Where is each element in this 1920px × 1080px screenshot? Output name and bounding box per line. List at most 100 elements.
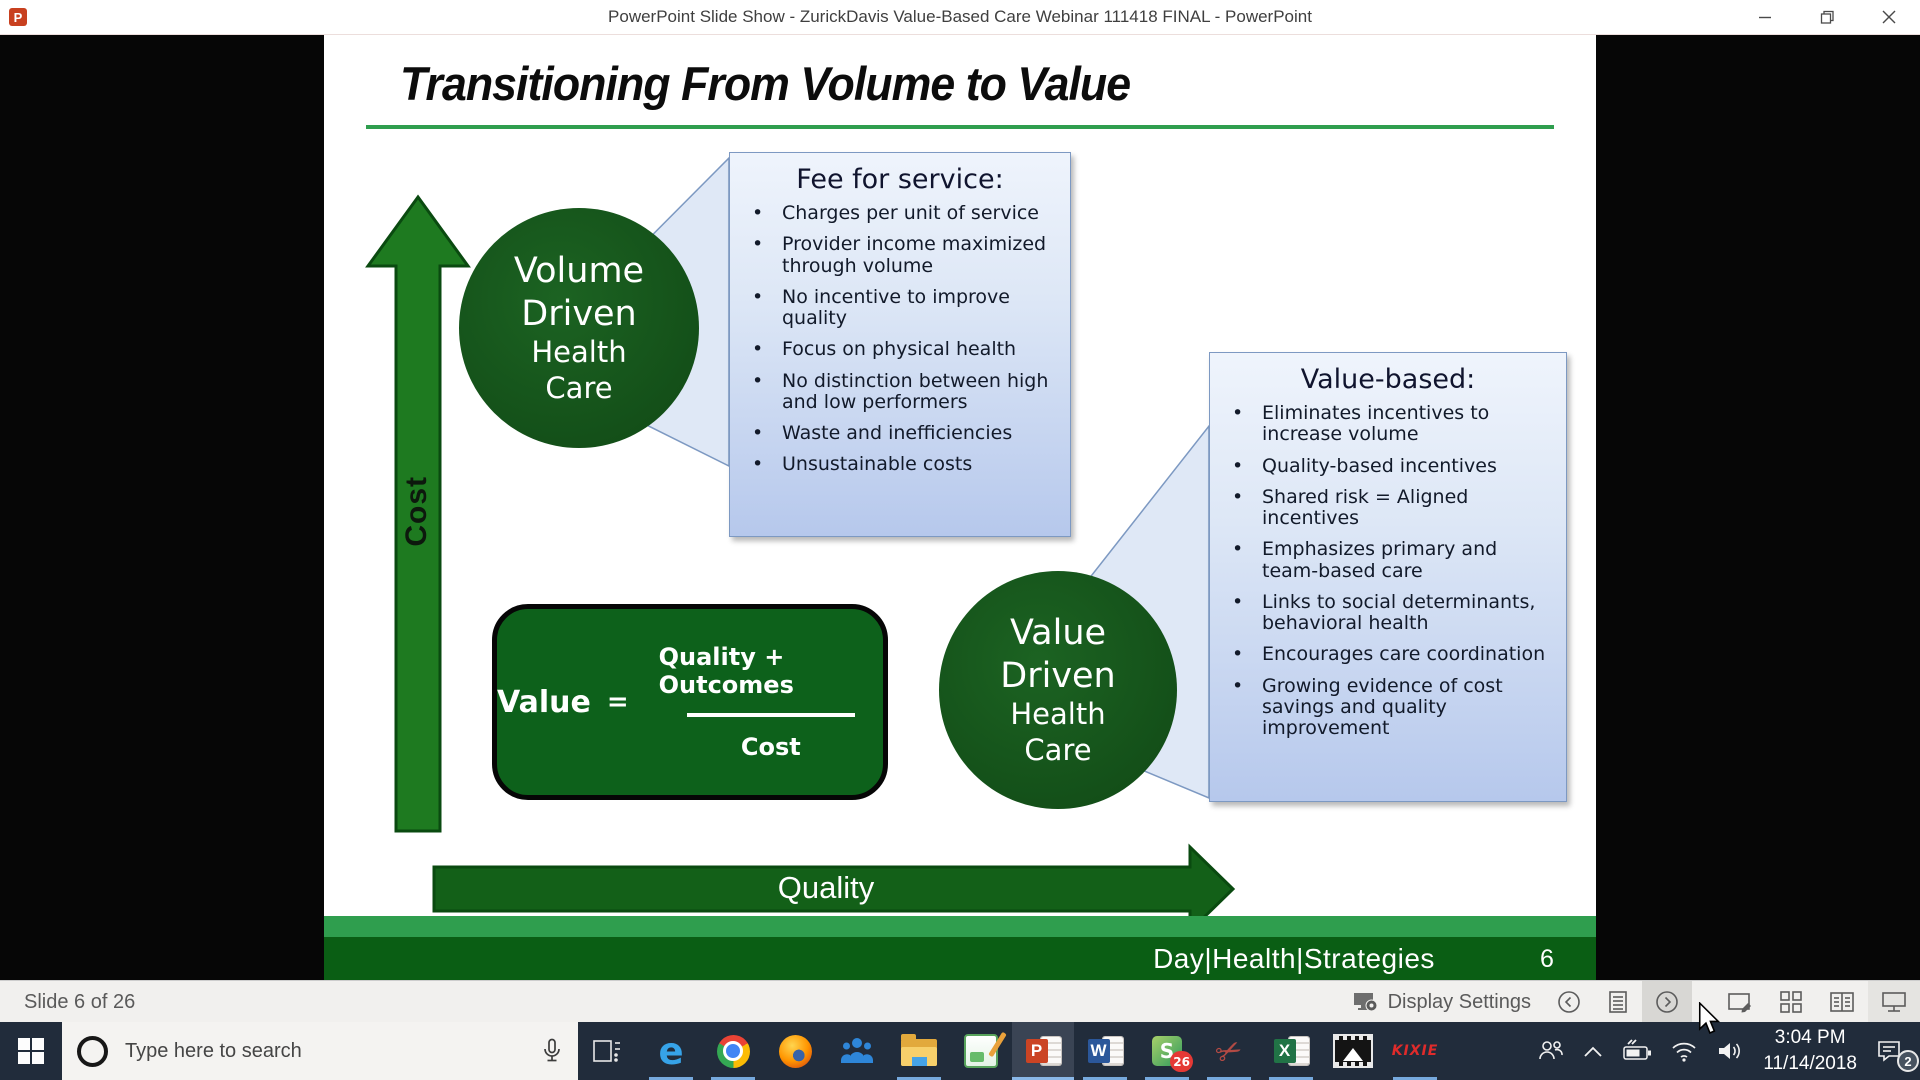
circle-text: Value [1009, 612, 1107, 653]
circle-text: Driven [1000, 655, 1116, 696]
fee-box-bullet-list: Charges per unit of serviceProvider inco… [730, 202, 1070, 476]
people-button[interactable] [1527, 1022, 1573, 1080]
bullet-item: Waste and inefficiencies [744, 422, 1062, 444]
zoom-slide-button[interactable] [1816, 981, 1868, 1023]
volume-driven-circle: Volume Driven Health Care [459, 208, 699, 448]
bullet-item: Focus on physical health [744, 339, 1062, 361]
action-center-button[interactable]: 2 [1867, 1022, 1920, 1080]
title-underline [366, 125, 1554, 129]
photos-taskbar-button[interactable] [1322, 1022, 1384, 1080]
cortana-icon [77, 1035, 108, 1067]
running-indicator [1012, 1077, 1074, 1080]
action-center-badge: 2 [1897, 1050, 1919, 1072]
formula-lhs: Value [497, 684, 591, 720]
display-settings-icon [1353, 993, 1378, 1012]
see-all-slides-button[interactable] [1766, 981, 1816, 1023]
minimize-button[interactable] [1734, 0, 1796, 34]
running-indicator [897, 1077, 941, 1080]
search-placeholder-text: Type here to search [125, 1039, 302, 1062]
image-editor-taskbar-button[interactable] [950, 1022, 1012, 1080]
volume-status-icon[interactable] [1707, 1022, 1753, 1080]
pen-tools-button[interactable] [1714, 981, 1766, 1023]
presenter-view-button[interactable] [1868, 981, 1920, 1023]
annotation-menu-button[interactable] [1594, 981, 1642, 1023]
file-explorer-taskbar-button[interactable] [888, 1022, 950, 1080]
edge-taskbar-button[interactable]: e [640, 1022, 702, 1080]
snipping-tool-taskbar-button[interactable]: ✂ [1198, 1022, 1260, 1080]
excel-taskbar-button[interactable]: X [1260, 1022, 1322, 1080]
slide-title: Transitioning From Volume to Value [400, 57, 1131, 110]
blue-people-app-icon [841, 1038, 873, 1063]
clock-time: 3:04 PM [1774, 1027, 1846, 1049]
windows-logo-icon [18, 1038, 44, 1064]
window-title: PowerPoint Slide Show - ZurickDavis Valu… [608, 7, 1312, 26]
system-tray: 3:04 PM 11/14/2018 2 [1527, 1022, 1920, 1080]
formula-denominator: Cost [740, 733, 801, 761]
file-explorer-icon [901, 1034, 937, 1066]
slide-footer-bar: Day|Health|Strategies 6 [324, 937, 1596, 980]
clock-date: 11/14/2018 [1763, 1053, 1857, 1074]
previous-slide-button[interactable] [1544, 981, 1594, 1023]
image-editor-icon [964, 1031, 1007, 1068]
taskbar-search[interactable]: Type here to search [62, 1022, 578, 1080]
task-view-button[interactable] [578, 1022, 636, 1080]
photos-icon [1333, 1034, 1373, 1068]
display-settings-button[interactable]: Display Settings [1340, 981, 1544, 1023]
fee-box-title: Fee for service: [796, 164, 1004, 195]
footer-accent-band [324, 916, 1596, 937]
value-based-box: Value-based: Eliminates incentives to in… [1209, 352, 1567, 802]
word-taskbar-button[interactable]: W [1074, 1022, 1136, 1080]
fee-for-service-box: Fee for service: Charges per unit of ser… [729, 152, 1071, 537]
slide-canvas[interactable]: Transitioning From Volume to Value Cost … [324, 34, 1596, 980]
battery-status-icon[interactable] [1613, 1022, 1661, 1080]
powerpoint-taskbar-button[interactable]: P [1012, 1022, 1074, 1080]
bullet-item: No incentive to improve quality [744, 286, 1062, 330]
formula-numerator: Quality + Outcomes [658, 643, 794, 699]
kixie-taskbar-button[interactable]: KIXIE [1384, 1022, 1446, 1080]
powerpoint-app-icon: P [9, 8, 27, 26]
windows-taskbar: Type here to search e [0, 1022, 1920, 1080]
window-controls [1734, 0, 1920, 34]
firefox-icon [778, 1034, 812, 1068]
formula-fraction: Quality + Outcomes Cost [659, 643, 883, 761]
action-center-icon [1878, 1041, 1900, 1062]
circle-text: Care [545, 370, 613, 405]
wifi-status-icon[interactable] [1661, 1022, 1707, 1080]
powerpoint-icon: P [1025, 1035, 1061, 1067]
running-indicator [1269, 1077, 1313, 1080]
footer-brand: Day|Health|Strategies [1153, 943, 1435, 974]
chrome-taskbar-button[interactable] [702, 1022, 764, 1080]
firefox-taskbar-button[interactable] [764, 1022, 826, 1080]
running-indicator [711, 1077, 755, 1080]
notification-badge: 26 [1170, 1051, 1193, 1072]
cost-axis-label: Cost [400, 476, 433, 547]
window-titlebar: P PowerPoint Slide Show - ZurickDavis Va… [0, 0, 1920, 35]
kixie-icon: KIXIE [1391, 1043, 1439, 1059]
circle-text: Health [531, 335, 627, 370]
microphone-icon[interactable] [541, 1038, 563, 1064]
next-slide-button[interactable] [1642, 981, 1692, 1023]
taskbar-clock[interactable]: 3:04 PM 11/14/2018 [1753, 1022, 1867, 1080]
running-indicator [1393, 1077, 1437, 1080]
slide-indicator: Slide 6 of 26 [24, 990, 136, 1013]
value-box-title: Value-based: [1300, 364, 1476, 395]
bullet-item: Links to social determinants, behavioral… [1224, 591, 1558, 635]
bullet-item: No distinction between high and low perf… [744, 370, 1062, 414]
restore-button[interactable] [1796, 0, 1858, 34]
value-driven-circle: Value Driven Health Care [939, 571, 1177, 809]
snipping-tool-icon: ✂ [1209, 1029, 1249, 1073]
statusbar-controls: Display Settings [1340, 981, 1920, 1023]
chrome-icon [716, 1034, 750, 1068]
notes-app-taskbar-button[interactable] [826, 1022, 888, 1080]
circle-text: Health [1010, 697, 1106, 732]
close-button[interactable] [1858, 0, 1920, 34]
bullet-item: Quality-based incentives [1224, 455, 1558, 477]
quality-axis-arrow [432, 843, 1236, 935]
bullet-item: Unsustainable costs [744, 454, 1062, 476]
show-hidden-icons-button[interactable] [1573, 1022, 1613, 1080]
start-button[interactable] [0, 1022, 62, 1080]
bullet-item: Encourages care coordination [1224, 644, 1558, 666]
running-indicator [649, 1077, 693, 1080]
